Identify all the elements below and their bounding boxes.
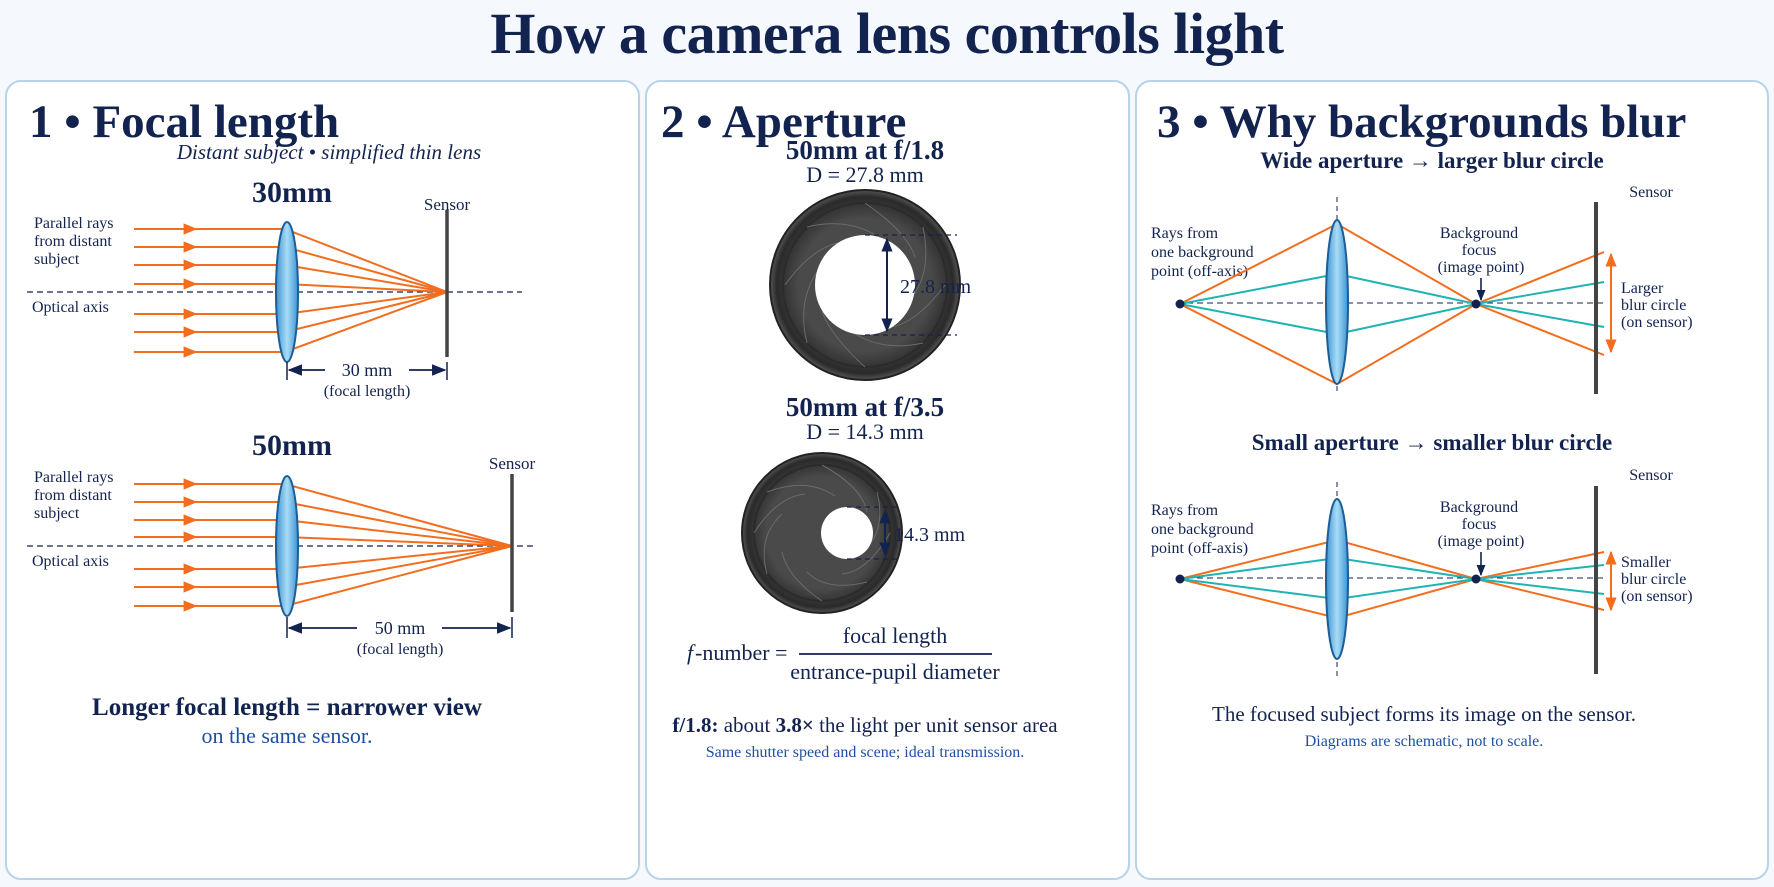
diagram-heading: Small aperture → smaller blur circle [1252,430,1613,455]
aperture-f3-5: 50mm at f/3.5 D = 14.3 mm 14.3 mm [741,392,966,614]
image-point [1471,574,1481,584]
lens [1325,219,1349,385]
footer-main: The focused subject forms its image on t… [1212,702,1636,726]
image-point [1471,299,1481,309]
aperture-heading: 50mm at f/3.5 [786,392,944,422]
focal-label: 50mm [252,429,332,462]
aperture-f1-8: 50mm at f/1.8 D = 27.8 mm 27.8 mm [769,135,972,381]
sensor-label: Sensor [489,454,536,473]
formula-numerator: focal length [843,623,947,648]
optical-axis-label: Optical axis [32,299,109,316]
formula-f: f [687,640,696,665]
background-point [1175,299,1185,309]
rays-label: Rays from one background point (off-axis… [1151,225,1258,280]
lens [1325,498,1349,660]
aperture-diameter: D = 14.3 mm [806,419,924,444]
rays [1179,222,1605,386]
sensor-label: Sensor [1629,184,1673,201]
rays [1179,538,1605,620]
diagram-heading: Wide aperture → larger blur circle [1260,148,1603,173]
footer-sub: on the same sensor. [201,723,372,748]
lens [275,475,299,617]
formula-denominator: entrance-pupil diameter [790,659,1000,684]
blur-diagram-wide: Wide aperture → larger blur circle Senso… [1151,148,1693,394]
light-note: f/1.8: about 3.8× the light per unit sen… [672,713,1058,737]
dimension-caption: (focal length) [357,641,444,658]
sensor-label: Sensor [424,195,471,214]
optical-axis-label: Optical axis [32,553,109,570]
diagram-30mm: 30mm Sensor Parallel rays from distant s… [27,176,522,400]
background-point [1175,574,1185,584]
rays-label: Rays from one background point (off-axis… [1151,502,1258,557]
panel-title: 1 • Focal length [29,96,340,148]
dimension-value: 14.3 mm [894,524,966,546]
panel-title: 2 • Aperture [661,96,907,148]
dimension-value: 27.8 mm [900,276,972,298]
rays-label: Parallel rays from distant subject [34,469,118,522]
aperture-heading: 50mm at f/1.8 [786,135,944,165]
dimension-value: 30 mm [342,360,393,380]
focal-length-diagram: Distant subject • simplified thin lens 3… [27,140,537,748]
focus-label: Background focus (image point) [1438,499,1525,550]
focus-label: Background focus (image point) [1438,225,1525,276]
panel-title: 3 • Why backgrounds blur [1157,96,1687,148]
page-title: How a camera lens controls light [490,1,1284,66]
focal-label: 30mm [252,176,332,209]
aperture-opening [821,507,873,559]
blur-diagram-small: Small aperture → smaller blur circle Sen… [1151,430,1693,677]
dimension-caption: (focal length) [324,383,411,400]
panel-background-blur: 3 • Why backgrounds blur Wide aperture →… [1135,80,1769,880]
footer-sub: Diagrams are schematic, not to scale. [1305,733,1544,750]
blur-diagram: Wide aperture → larger blur circle Senso… [1151,148,1693,750]
sensor-label: Sensor [1629,467,1673,484]
dimension-value: 50 mm [375,618,426,638]
rays [134,478,513,612]
blur-label: Larger blur circle (on sensor) [1621,280,1693,331]
aperture-diameter: D = 27.8 mm [806,162,924,187]
f-number-formula: f -number = focal length entrance-pupil … [687,623,1000,684]
blur-label: Smaller blur circle (on sensor) [1621,554,1693,605]
light-note-small: Same shutter speed and scene; ideal tran… [706,744,1025,761]
formula-lhs: -number = [695,640,787,665]
panel-subtitle: Distant subject • simplified thin lens [176,140,481,164]
footer-bold: Longer focal length = narrower view [92,694,482,721]
panel-focal-length: 1 • Focal length Distant subject • simpl… [5,80,640,880]
rays-label: Parallel rays from distant subject [34,215,118,268]
lens [275,221,299,363]
diagram-50mm: 50mm Sensor Parallel rays from distant s… [27,429,537,658]
panel-aperture: 2 • Aperture 50mm at f/1.8 D = 27.8 mm [645,80,1130,880]
aperture-diagram: 50mm at f/1.8 D = 27.8 mm 27.8 mm 50mm a… [672,135,1058,761]
